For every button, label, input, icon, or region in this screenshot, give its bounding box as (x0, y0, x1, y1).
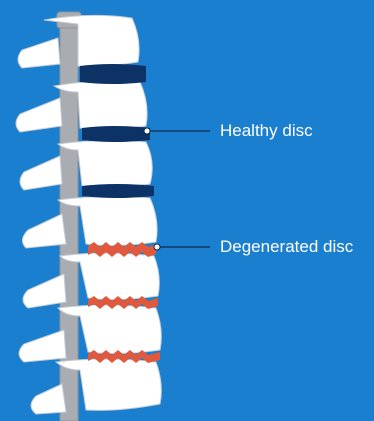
label-healthy-disc: Healthy disc (220, 122, 313, 139)
disc-healthy-2 (82, 126, 150, 142)
vertebra-4 (22, 196, 157, 248)
vertebra-2 (16, 81, 147, 132)
vertebra-1 (18, 15, 139, 68)
label-degenerated-disc: Degenerated disc (220, 238, 353, 255)
disc-healthy-1 (80, 64, 146, 84)
leader-dot-degenerated (154, 244, 160, 250)
disc-healthy-3 (82, 184, 154, 198)
leader-dot-healthy (144, 128, 150, 134)
vertebra-3 (20, 140, 152, 190)
vertebra-7 (31, 359, 161, 414)
